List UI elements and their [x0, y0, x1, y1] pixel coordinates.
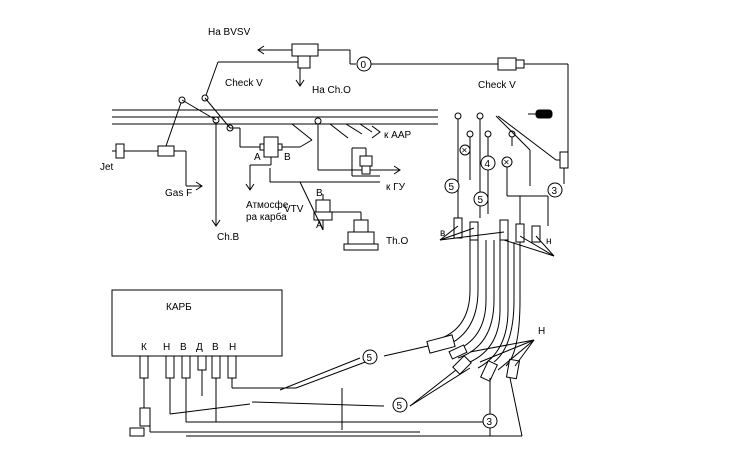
marker-five-d-text: 5: [397, 401, 403, 412]
marker-five-b: 5: [473, 191, 489, 207]
tho-unit: [330, 211, 379, 251]
marker-three-top: 3: [547, 182, 563, 198]
marker-five-b-text: 5: [478, 195, 484, 206]
vtv-valve: [299, 181, 333, 231]
karb-ports: [139, 355, 237, 379]
label-jet: Jet: [100, 162, 114, 173]
marker-five-d: 5: [392, 397, 408, 413]
hose-bundle-vertical: [435, 167, 555, 369]
label-valve-a: А: [254, 152, 261, 163]
big-n-pointer: [469, 339, 535, 371]
marker-five-c-text: 5: [367, 353, 373, 364]
karb-port-hoses: [129, 345, 523, 437]
label-tho: Th.O: [386, 236, 408, 247]
port-n2-label: Н: [229, 342, 236, 353]
bundle-connectors: [178, 94, 322, 132]
marker-three-bottom: 3: [482, 413, 498, 429]
chb-line: [211, 123, 221, 227]
port-k-label: К: [141, 342, 147, 353]
bvsv-tee-fitting: [204, 43, 356, 99]
right-tee: [497, 115, 569, 184]
gu-valve: [269, 124, 401, 183]
port-v1-label: В: [180, 342, 187, 353]
label-vtv-a: А: [316, 220, 323, 231]
label-vtv-b: В: [316, 188, 323, 199]
label-k-aap: к ААР: [384, 130, 411, 141]
label-k-gu: к ГУ: [386, 182, 406, 193]
marker-five-a: 5: [444, 178, 460, 194]
check-valve-right: [497, 57, 569, 152]
hose-cluster-top: [454, 112, 531, 218]
label-check-v-right: Check V: [478, 80, 516, 91]
label-valve-b: В: [284, 152, 291, 163]
sensor-icon: [528, 109, 553, 119]
marker-x-a-text: ×: [462, 146, 468, 157]
port-d-label: Д: [196, 342, 203, 353]
karb-box: КАРБ К Н В Д В Н: [111, 289, 283, 357]
label-cluster-n: н: [546, 236, 552, 247]
marker-five-a-text: 5: [449, 182, 455, 193]
marker-x-b: ×: [501, 156, 513, 169]
aap-lines: [291, 123, 381, 148]
label-karb: КАРБ: [166, 302, 192, 313]
marker-zero: 0: [356, 56, 372, 72]
ab-valve: [230, 127, 300, 191]
label-vtv: VTV: [284, 204, 304, 215]
port-v2-label: В: [212, 342, 219, 353]
label-na-bvsv: На BVSV: [208, 27, 251, 38]
label-chb: Ch.B: [217, 232, 240, 243]
label-check-v-left: Check V: [225, 78, 263, 89]
marker-five-c: 5: [362, 349, 378, 365]
label-big-n: Н: [538, 326, 545, 337]
marker-x-b-text: ×: [504, 158, 510, 169]
label-na-cho: На Ch.O: [312, 85, 351, 96]
marker-x-a: ×: [459, 144, 471, 157]
label-cluster-v: в: [440, 228, 445, 239]
marker-three-bottom-text: 3: [487, 417, 493, 428]
marker-four-text: 4: [485, 159, 491, 170]
jet-fitting: [112, 99, 203, 191]
hose-ends: [426, 334, 521, 382]
port-n1-label: Н: [163, 342, 170, 353]
label-atm-line1: Атмосфе: [246, 199, 289, 211]
label-gas-f: Gas F: [165, 188, 192, 199]
main-pipe-bundle: [112, 109, 438, 125]
marker-three-top-text: 3: [552, 186, 558, 197]
label-atm-line2: ра карба: [246, 211, 287, 223]
marker-zero-text: 0: [361, 60, 367, 71]
marker-four: 4: [480, 155, 496, 171]
